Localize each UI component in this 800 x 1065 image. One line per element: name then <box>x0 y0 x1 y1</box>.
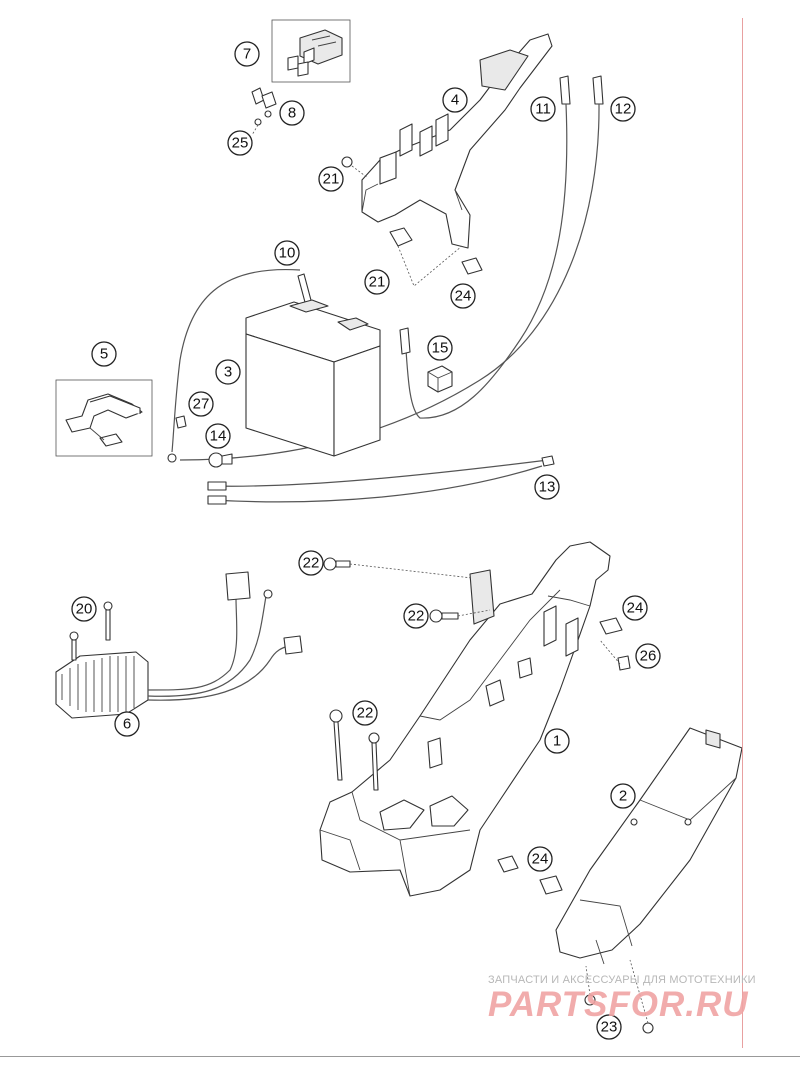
callout-24-a: 24 <box>450 283 476 309</box>
callout-21-a: 21 <box>318 166 344 192</box>
callout-6-label: 6 <box>123 716 131 733</box>
callout-24-b: 24 <box>622 595 648 621</box>
callout-2-label: 2 <box>619 788 627 805</box>
callout-11: 11 <box>530 96 556 122</box>
callout-21-b-label: 21 <box>369 274 386 291</box>
callout-2: 2 <box>610 783 636 809</box>
callout-24-a-label: 24 <box>455 288 472 305</box>
callout-12-label: 12 <box>615 101 632 118</box>
part-24-nut-top <box>461 257 483 275</box>
callout-22-c: 22 <box>352 700 378 726</box>
part-25-screws <box>251 110 272 136</box>
part-3-battery <box>245 299 381 457</box>
callout-3-label: 3 <box>224 364 232 381</box>
part-1-main-tray <box>319 541 611 897</box>
callout-1: 1 <box>544 728 570 754</box>
callout-4-label: 4 <box>451 92 459 109</box>
callout-20: 20 <box>71 596 97 622</box>
callout-7-label: 7 <box>243 46 251 63</box>
watermark-logo: PARTSFOR.RU <box>488 985 749 1024</box>
callout-22-b-label: 22 <box>408 608 425 625</box>
part-27-screw <box>175 415 187 429</box>
callout-1-label: 1 <box>553 733 561 750</box>
callout-5: 5 <box>91 341 117 367</box>
callout-24-b-label: 24 <box>627 600 644 617</box>
callout-5-label: 5 <box>100 346 108 363</box>
part-22-bolt-b <box>429 609 491 623</box>
part-2-side-cover <box>555 727 743 965</box>
watermark-tagline: ЗАПЧАСТИ И АКСЕССУАРЫ ДЛЯ МОТОТЕХНИКИ <box>488 974 756 986</box>
part-5-bracket <box>55 379 153 457</box>
callout-7: 7 <box>234 41 260 67</box>
callout-26-label: 26 <box>640 648 657 665</box>
part-13-cables <box>207 455 555 505</box>
callout-21-a-label: 21 <box>323 171 340 188</box>
callout-4: 4 <box>442 87 468 113</box>
callout-11-label: 11 <box>535 101 551 118</box>
part-23-screws <box>584 959 654 1034</box>
part-6-regulator <box>55 571 303 719</box>
callout-15-label: 15 <box>432 340 449 357</box>
callout-26: 26 <box>635 643 661 669</box>
parts-11-12-wires <box>179 75 604 461</box>
callout-24-c-label: 24 <box>532 851 549 868</box>
callout-10-label: 10 <box>279 245 296 262</box>
callout-13-label: 13 <box>539 479 556 496</box>
callout-10: 10 <box>274 240 300 266</box>
callout-22-c-label: 22 <box>357 705 374 722</box>
callout-14-label: 14 <box>210 428 227 445</box>
callout-25-label: 25 <box>232 135 249 152</box>
part-22-bolts-c <box>329 709 380 791</box>
callout-22-b: 22 <box>403 603 429 629</box>
part-24-nuts-bottom <box>497 855 563 895</box>
callout-15: 15 <box>427 335 453 361</box>
callout-14: 14 <box>205 423 231 449</box>
callout-23-label: 23 <box>601 1019 618 1036</box>
callout-8-label: 8 <box>288 105 296 122</box>
callout-13: 13 <box>534 474 560 500</box>
callout-27-label: 27 <box>193 396 210 413</box>
callout-6: 6 <box>114 711 140 737</box>
callout-25: 25 <box>227 130 253 156</box>
part-24-nut-mid <box>599 617 623 635</box>
part-22-bolt-a <box>323 557 473 579</box>
callout-12: 12 <box>610 96 636 122</box>
callout-23: 23 <box>596 1014 622 1040</box>
part-15-rubber-block <box>399 327 453 393</box>
callout-27: 27 <box>188 391 214 417</box>
margin-line <box>742 18 743 1048</box>
callout-20-label: 20 <box>76 601 93 618</box>
callout-22-a-label: 22 <box>303 555 320 572</box>
bottom-divider <box>0 1056 800 1057</box>
part-4-battery-holder <box>341 33 553 287</box>
callout-24-c: 24 <box>527 846 553 872</box>
callout-21-b: 21 <box>364 269 390 295</box>
part-7-relay-set <box>271 19 351 83</box>
callout-8: 8 <box>279 100 305 126</box>
callout-22-a: 22 <box>298 550 324 576</box>
callout-3: 3 <box>215 359 241 385</box>
part-14-fuse <box>208 452 233 468</box>
part-26-screw <box>599 639 631 671</box>
part-8-clips <box>251 87 277 109</box>
